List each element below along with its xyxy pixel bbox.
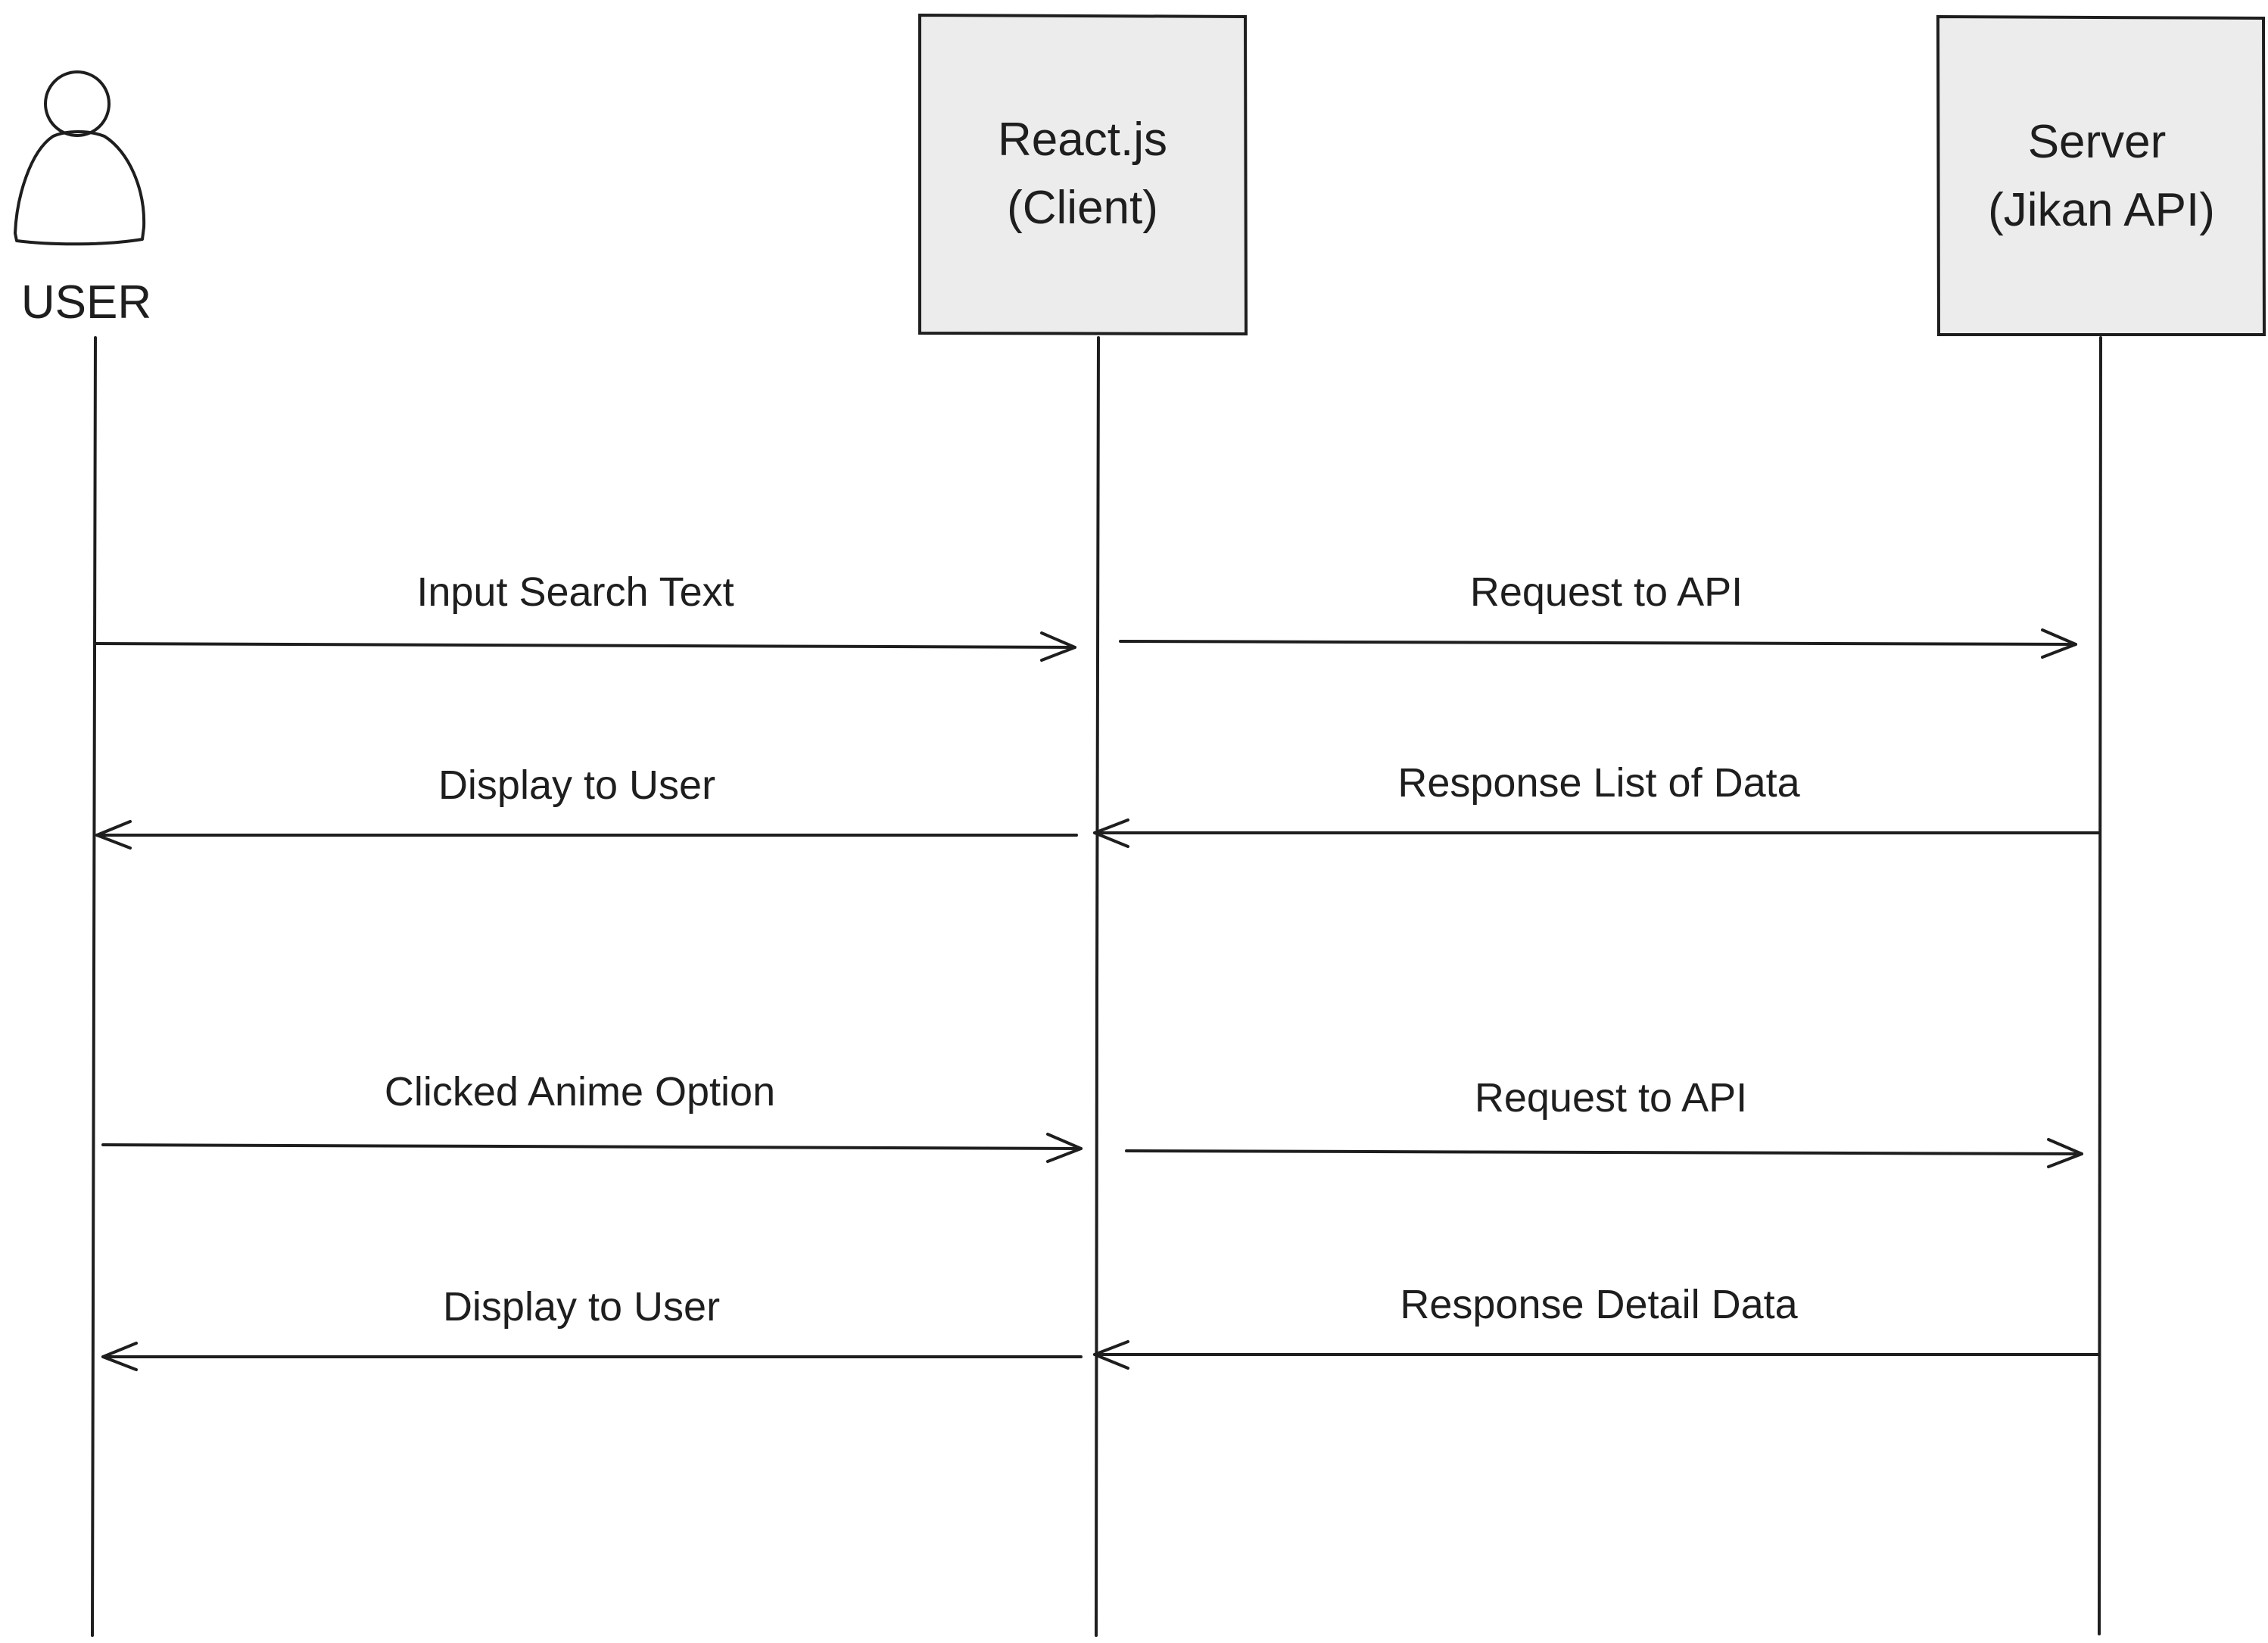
message-label: Response Detail Data [1400,1282,1798,1327]
message-request-to-api-1: Request to API [1119,569,2077,659]
message-display-to-user-2: Display to User [101,1284,1083,1371]
arrow-head-icon [1046,1133,1083,1163]
participant-label-server: Server [2028,116,2167,168]
arrow-head-icon [1093,818,1129,848]
message-label: Request to API [1475,1075,1747,1121]
participant-server: Server (Jikan API) [1936,14,2266,1635]
participant-box-server [1936,14,2266,336]
participant-label-line: React.js [998,114,1167,166]
message-arrow-line [1119,640,2077,646]
message-input-search-text: Input Search Text [94,569,1076,662]
arrow-head-icon [95,820,132,850]
lifeline-server [2098,336,2102,1635]
arrow-head-icon [101,1342,138,1371]
message-arrow-line [1125,1149,2083,1155]
participant-label-line: USER [21,276,151,329]
participant-label-server-sub: (Jikan API) [1988,184,2215,236]
message-label: Display to User [443,1284,720,1330]
arrow-head-icon [1093,1340,1129,1370]
message-response-list-of-data: Response List of Data [1093,760,2101,848]
message-label: Input Search Text [416,569,734,615]
message-display-to-user-1: Display to User [95,762,1078,850]
message-clicked-anime-option: Clicked Anime Option [101,1069,1083,1163]
participant-label-line: (Jikan API) [1988,184,2215,236]
message-arrow-line [101,1143,1083,1150]
participant-client: React.js (Client) [918,13,1248,1637]
participant-box-client [918,13,1248,336]
message-label: Request to API [1470,569,1743,615]
message-request-to-api-2: Request to API [1125,1075,2083,1168]
participant-user: USER [14,70,151,1637]
participant-label-line: (Client) [1007,182,1158,234]
message-arrow-line [94,642,1076,649]
lifeline-client [1095,336,1100,1637]
message-response-detail-data: Response Detail Data [1093,1282,2101,1370]
participant-label-line: Server [2028,116,2167,168]
arrow-head-icon [1040,631,1076,662]
lifeline-user [91,336,97,1637]
arrow-head-icon [2047,1138,2083,1168]
participant-label-client: React.js [998,114,1167,166]
message-label: Display to User [438,762,715,808]
participant-label-user: USER [21,276,151,329]
actor-icon [14,70,146,246]
message-label: Clicked Anime Option [385,1069,775,1115]
message-label: Response List of Data [1397,760,1800,806]
participant-label-client-sub: (Client) [1007,182,1158,234]
arrow-head-icon [2041,628,2077,659]
